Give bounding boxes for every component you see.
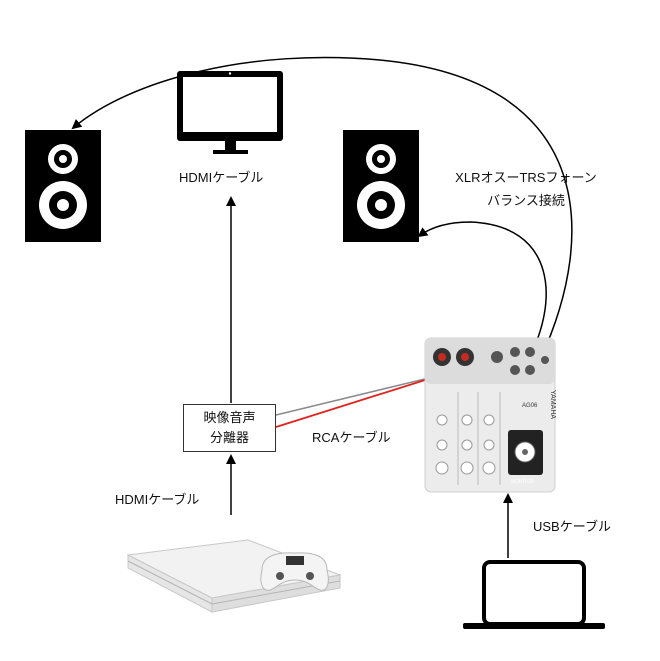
mixer-model-label: AG06 [522,403,538,409]
mixer-monitor-label: MONITOR [511,479,535,485]
splitter-label-line2: 分離器 [209,430,249,445]
hdmi-cable-label-bottom: HDMIケーブル [115,492,200,507]
cable-mixer-to-left-speaker [71,56,573,361]
xlr-cable-label-line2: バランス接続 [487,193,565,208]
game-console-icon [126,539,342,613]
av-splitter-box: 映像音声 分離器 [183,404,276,452]
hdmi-cable-label-top: HDMIケーブル [179,170,264,185]
mixer-icon: AG06 YAMAHA MONITOR [424,337,556,493]
mixer-brand-label: YAMAHA [549,390,556,419]
usb-cable-label: USBケーブル [533,519,611,534]
xlr-cable-label-line1: XLRオスーTRSフォーン [455,170,597,185]
cable-mixer-to-right-speaker [417,221,547,361]
monitor-icon [177,71,283,154]
controller-icon [260,552,329,591]
right-speaker-icon [343,130,419,242]
rca-cable-label: RCAケーブル [312,430,391,445]
laptop-icon [463,560,605,629]
left-speaker-icon [25,130,101,242]
splitter-label-line1: 映像音声 [203,410,256,425]
